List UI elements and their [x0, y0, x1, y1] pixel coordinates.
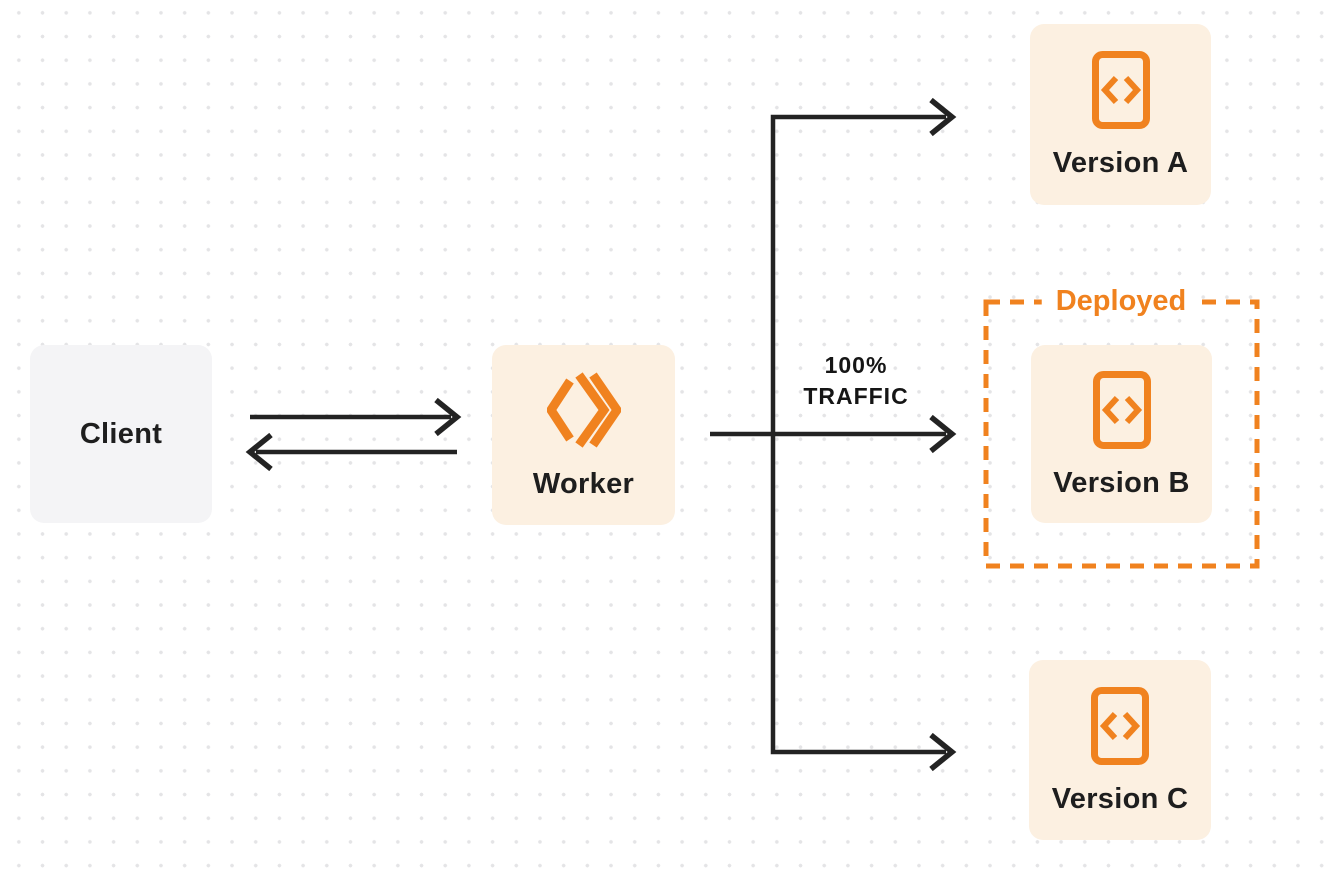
worker-node: Worker: [492, 345, 675, 525]
code-file-icon: [1092, 370, 1151, 449]
traffic-annotation: 100% TRAFFIC: [803, 350, 908, 412]
version-b-arrowhead-icon: [929, 414, 957, 454]
client-to-worker-arrowhead-icon: [434, 397, 462, 437]
worker-node-label: Worker: [532, 467, 635, 500]
traffic-word-text: TRAFFIC: [803, 383, 909, 409]
client-node: Client: [30, 345, 212, 523]
code-file-icon: [1091, 686, 1149, 765]
code-file-icon: [1091, 51, 1150, 129]
version-a-arrowhead-icon: [929, 97, 957, 137]
client-node-label: Client: [79, 417, 163, 450]
version-c-arrowhead-icon: [929, 732, 957, 772]
version-c-node-label: Version C: [1051, 782, 1189, 815]
cloudflare-workers-logo-icon: [546, 371, 621, 448]
branch-trunk-line: [770, 114, 946, 755]
version-a-node: Version A: [1030, 24, 1211, 205]
traffic-percent-text: 100%: [824, 352, 888, 378]
version-a-node-label: Version A: [1052, 147, 1189, 179]
deployed-annotation: Deployed: [1041, 285, 1201, 318]
version-c-node: Version C: [1029, 660, 1211, 840]
worker-to-client-arrowhead-icon: [245, 432, 273, 472]
version-b-node-label: Version B: [1053, 466, 1190, 499]
deployed-boundary: [983, 299, 1260, 569]
version-b-node: Version B: [1031, 345, 1212, 523]
